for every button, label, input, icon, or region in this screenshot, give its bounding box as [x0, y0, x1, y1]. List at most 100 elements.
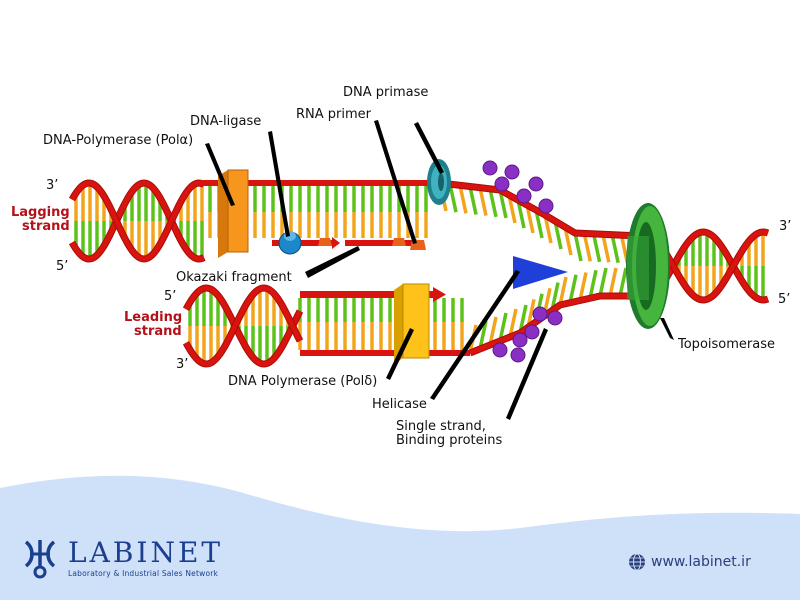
end-leading-top: 5’	[164, 289, 176, 304]
leader-dna-ligase	[268, 131, 290, 237]
label-dna-primase: DNA primase	[343, 85, 428, 100]
label-ssb-line1: Single strand,	[396, 419, 486, 434]
leader-ssb	[506, 328, 548, 420]
website-link[interactable]: www.labinet.ir	[628, 553, 751, 571]
leader-dna-polymerase-delta	[386, 328, 414, 380]
okazaki-arrow-1	[332, 237, 340, 249]
end-lagging-top: 3’	[46, 178, 58, 193]
brand-name: LABINET	[68, 535, 224, 569]
label-rna-primer: RNA primer	[296, 107, 372, 122]
leader-dna-primase	[414, 122, 444, 174]
lower-fork-arm-base-3-0	[598, 267, 608, 297]
end-right-bottom: 5’	[778, 292, 790, 307]
lower-fork-arm-base-2-2	[578, 272, 588, 301]
end-lagging-bottom: 5’	[56, 259, 68, 274]
leading-helix-backbone-2	[183, 285, 303, 367]
lower-fork-arm-base-2-3	[588, 269, 598, 299]
ssb-protein-4	[494, 176, 510, 192]
upper-fork-arm-base-3-1	[582, 233, 592, 262]
label-okazaki-fragment: Okazaki fragment	[176, 270, 292, 285]
upper-fork-arm-base-1-1	[507, 194, 517, 224]
upper-fork-arm-base-3-3	[601, 233, 611, 263]
lower-fork-arm-base-3-1	[608, 267, 618, 297]
lower-fork-arm-base-0-4	[508, 308, 518, 338]
label-leading-line2: strand	[134, 324, 182, 339]
leader-topoisomerase	[660, 318, 674, 340]
okazaki-fragments	[272, 237, 426, 250]
okazaki-fragment-1	[272, 240, 332, 246]
brand-tagline: Laboratory & Industrial Sales Network	[68, 568, 219, 578]
upper-fork-arm-base-3-2	[591, 233, 602, 263]
leading-helix-backbone-1	[183, 285, 303, 367]
upper-fork-arm-base-1-3	[525, 204, 535, 234]
ssb-protein-2	[528, 176, 544, 192]
lower-fork-arm-base-2-1	[568, 274, 578, 304]
label-dna-polymerase-alpha: DNA-Polymerase (Polα)	[43, 133, 193, 148]
footer-wave-background	[0, 475, 800, 600]
label-dna-polymerase-delta: DNA Polymerase (Polδ)	[228, 374, 377, 389]
globe-icon	[629, 553, 645, 571]
leading-new-strand	[300, 287, 446, 302]
upper-fork-arm-base-1-4	[534, 209, 544, 239]
lagging-helix-backbone-1	[69, 180, 206, 262]
upper-fork-arm-base-1-0	[498, 189, 508, 219]
ssb-protein-3	[538, 198, 554, 214]
ssb-protein-0	[482, 160, 498, 176]
ssb-protein-8	[512, 332, 528, 348]
brand-logo[interactable]: LABINET Laboratory & Industrial Sales Ne…	[20, 536, 223, 580]
leader-rna-primer	[374, 120, 417, 244]
end-leading-bottom: 3’	[176, 357, 188, 372]
lower-fork-arm-base-3-2	[618, 267, 628, 297]
ssb-protein-5	[516, 188, 532, 204]
dna-polymerase-delta	[394, 283, 430, 364]
end-right-top: 3’	[779, 219, 791, 234]
upper-fork-arm-base-1-2	[516, 199, 526, 229]
label-ssb-line2: Binding proteins	[396, 433, 502, 448]
helix-backbones	[68, 179, 770, 368]
leader-okazaki	[305, 246, 360, 278]
website-url: www.labinet.ir	[651, 554, 751, 570]
ssb-protein-9	[524, 324, 540, 340]
label-helicase: Helicase	[372, 397, 427, 412]
rna-primer-block-2	[392, 238, 406, 246]
upper-fork-arm-base-0-2	[458, 184, 468, 214]
ssb-protein-10	[492, 342, 508, 358]
ssb-protein-11	[510, 347, 526, 363]
rna-primer-block-1	[318, 238, 332, 246]
label-lagging-line1: Lagging	[11, 205, 70, 220]
lower-fork-arm-base-0-2	[488, 316, 498, 346]
single-strand-binding-proteins	[482, 160, 563, 363]
leader-dna-polymerase-alpha	[205, 143, 235, 206]
upper-fork-arm-base-0-5	[488, 188, 498, 218]
helicase-wedge	[513, 256, 568, 289]
fork-arms	[200, 179, 641, 357]
label-lagging-line2: strand	[22, 219, 70, 234]
label-leading-line1: Leading	[124, 310, 182, 325]
upper-fork-arm-base-0-4	[478, 187, 488, 217]
leader-helicase	[430, 270, 520, 400]
upper-fork-arm-backbone	[439, 180, 641, 239]
lower-fork-arm-base-0-3	[498, 312, 508, 342]
leading-template-strand	[300, 350, 470, 356]
leading-strand-arrow	[433, 287, 446, 302]
lower-fork-arm-base-2-0	[558, 276, 568, 306]
lagging-template-strand	[200, 180, 440, 186]
dna-ligase	[278, 231, 302, 255]
leader-lines	[205, 120, 674, 420]
okazaki-fragment-2	[345, 240, 413, 246]
ssb-protein-6	[532, 306, 548, 322]
dna-primase	[427, 159, 451, 205]
topoisomerase-ring	[626, 203, 670, 329]
lower-fork-arm-base-0-1	[478, 320, 488, 350]
ssb-protein-7	[547, 310, 563, 326]
lagging-helix-backbone-2	[69, 180, 206, 262]
labinet-logo-icon	[24, 540, 56, 579]
upper-fork-arm-base-0-1	[448, 183, 458, 213]
upper-fork-arm-base-0-3	[468, 186, 478, 215]
label-topoisomerase: Topoisomerase	[677, 337, 775, 352]
lower-fork-arm-backbone	[469, 293, 640, 356]
upper-fork-arm-base-3-4	[610, 234, 620, 264]
label-dna-ligase: DNA-ligase	[190, 114, 261, 129]
ssb-protein-1	[504, 164, 520, 180]
